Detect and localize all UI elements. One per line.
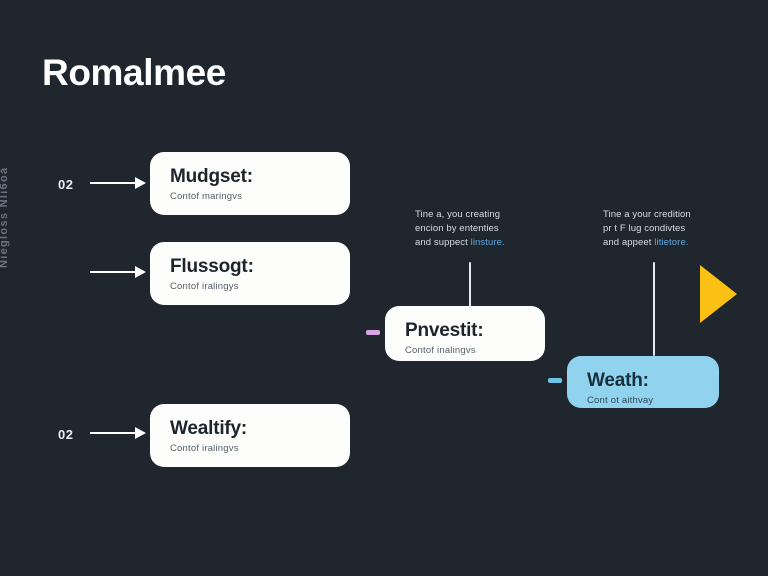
annotation-line-1: Tine a your credition [603, 209, 691, 220]
step-number-3: 02 [58, 427, 74, 442]
arrow-shaft [90, 271, 136, 273]
arrow-right-icon [90, 266, 146, 278]
card-subtitle: Contof iralingvs [170, 442, 239, 454]
connector-line-2 [653, 262, 655, 356]
step-number-1: 02 [58, 177, 74, 192]
card-flussogt[interactable]: Flussogt: Contof iralingys [150, 242, 350, 305]
arrow-right-icon [90, 427, 146, 439]
annotation-highlight: linsture. [470, 236, 505, 248]
annotation-highlight: litietore. [654, 236, 689, 248]
card-title: Wealtify: [170, 418, 248, 439]
card-title: Pnvestit: [405, 320, 484, 341]
annotation-line-3-text: and appeet [603, 236, 655, 248]
arrow-right-icon [90, 177, 146, 189]
card-subtitle: Contof maringvs [170, 190, 243, 202]
card-subtitle: Contof inalingvs [405, 344, 476, 356]
card-weath[interactable]: Weath: Cont ot aithvay [567, 356, 719, 408]
arrow-shaft [90, 182, 136, 184]
page-title: Romalmee [42, 52, 226, 93]
annotation-line-2: pr t F lug condivtes [603, 222, 686, 234]
arrow-head [135, 427, 146, 439]
annotation-line-2: encion by ententies [415, 222, 499, 234]
card-subtitle: Cont ot aithvay [587, 394, 654, 406]
card-wealtify[interactable]: Wealtify: Contof iralingvs [150, 404, 350, 467]
vertical-axis-label: Niegloss Nli6oá [0, 166, 10, 268]
play-triangle-icon [700, 265, 737, 323]
annotation-line-3: and suppect linsture. [415, 236, 535, 250]
card-title: Flussogt: [170, 256, 254, 277]
annotation-1: Tine a, you creating encion by ententies… [415, 208, 535, 249]
card-title: Mudgset: [170, 166, 253, 187]
annotation-line-1: Tine a, you creating [415, 209, 501, 220]
arrow-head [135, 266, 146, 278]
connector-dash-cyan [548, 378, 562, 383]
arrow-head [135, 177, 146, 189]
connector-line-1 [469, 262, 471, 308]
card-mudgset[interactable]: Mudgset: Contof maringvs [150, 152, 350, 215]
arrow-shaft [90, 432, 136, 434]
card-pnvestit[interactable]: Pnvestit: Contof inalingvs [385, 306, 545, 361]
annotation-2: Tine a your credition pr t F lug condivt… [603, 208, 723, 249]
annotation-line-3: and appeet litietore. [603, 236, 723, 250]
card-title: Weath: [587, 370, 649, 391]
connector-dash-purple [366, 330, 380, 335]
annotation-line-3-text: and suppect [415, 236, 471, 248]
card-subtitle: Contof iralingys [170, 280, 239, 292]
